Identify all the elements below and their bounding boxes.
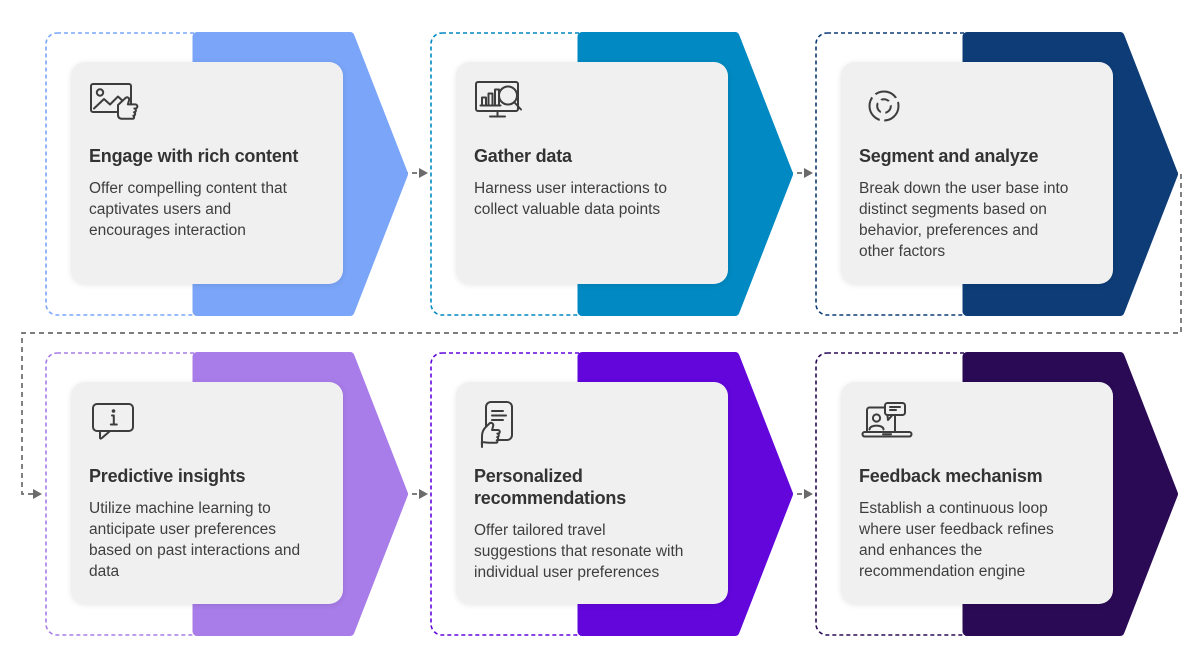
step-segment-and-analyze: Segment and analyze Break down the user … <box>815 32 1181 316</box>
step-card: Gather data Harness user interactions to… <box>456 62 728 284</box>
step-description: Break down the user base into distinct s… <box>859 179 1069 261</box>
arrowhead-step5 <box>419 489 428 499</box>
step-personalized-recommendations: Personalized recommendations Offer tailo… <box>430 352 796 636</box>
step-card: Predictive insights Utilize machine lear… <box>71 382 343 604</box>
step-description: Offer compelling content that captivates… <box>89 179 287 240</box>
step-description: Establish a continuous loop where user f… <box>859 499 1054 581</box>
step-description: Utilize machine learning to anticipate u… <box>89 499 301 581</box>
donut-chart-icon <box>859 80 1095 134</box>
arrowhead-step6 <box>804 489 813 499</box>
document-thumbs-up-icon <box>474 400 710 454</box>
step-card: Engage with rich content Offer compellin… <box>71 62 343 284</box>
laptop-feedback-icon <box>859 400 1095 454</box>
step-title: Personalized recommendations <box>474 466 627 508</box>
step-title: Segment and analyze <box>859 146 1039 166</box>
step-title: Engage with rich content <box>89 146 299 166</box>
step-title: Feedback mechanism <box>859 466 1043 486</box>
arrowhead-step3 <box>804 168 813 178</box>
step-card: Segment and analyze Break down the user … <box>841 62 1113 284</box>
step-gather-data: Gather data Harness user interactions to… <box>430 32 796 316</box>
step-description: Harness user interactions to collect val… <box>474 179 667 219</box>
step-description: Offer tailored travel suggestions that r… <box>474 521 684 582</box>
step-predictive-insights: Predictive insights Utilize machine lear… <box>45 352 411 636</box>
step-feedback-mechanism: Feedback mechanism Establish a continuou… <box>815 352 1181 636</box>
step-title: Gather data <box>474 146 572 166</box>
step-engage-with-rich-content: Engage with rich content Offer compellin… <box>45 32 411 316</box>
info-speech-bubble-icon <box>89 400 325 454</box>
step-card: Personalized recommendations Offer tailo… <box>456 382 728 604</box>
arrowhead-step2 <box>419 168 428 178</box>
image-thumbs-up-icon <box>89 80 325 134</box>
step-title: Predictive insights <box>89 466 246 486</box>
monitor-chart-search-icon <box>474 80 710 134</box>
arrowhead-step4 <box>33 489 42 499</box>
step-card: Feedback mechanism Establish a continuou… <box>841 382 1113 604</box>
